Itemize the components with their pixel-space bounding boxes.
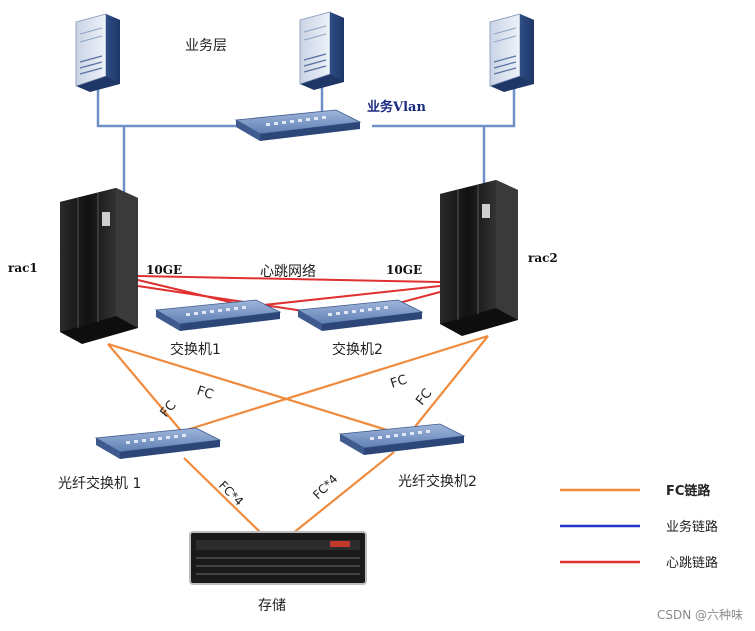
storage-label: 存储 <box>258 598 286 614</box>
heartbeat-switch-1 <box>155 299 281 332</box>
fiber-switch-2 <box>339 423 465 456</box>
fiber-switch-1 <box>95 427 221 460</box>
ge-right-label: 10GE <box>386 263 422 277</box>
business-link-left-server <box>96 86 240 128</box>
business-server-center <box>299 11 345 91</box>
business-vlan-label: 业务Vlan <box>367 99 426 115</box>
switch1-label: 交换机1 <box>170 341 221 358</box>
heartbeat-switch-2 <box>297 299 423 332</box>
business-links <box>96 84 516 196</box>
heartbeat-links <box>137 275 441 313</box>
rac2-server-rack <box>439 179 519 337</box>
storage-array <box>189 531 367 585</box>
watermark: CSDN @六种味 <box>656 608 743 622</box>
ge-left-label: 10GE <box>146 263 182 277</box>
business-layer-label: 业务层 <box>185 38 227 54</box>
legend-business-label: 业务链路 <box>666 519 718 535</box>
business-vlan-switch <box>235 109 361 142</box>
heartbeat-network-label: 心跳网络 <box>260 264 316 280</box>
fc-label-b: FC <box>158 398 180 420</box>
fiber-switch1-label: 光纤交换机 1 <box>58 475 141 492</box>
rac1-label: rac1 <box>8 261 38 275</box>
business-server-right <box>489 13 535 93</box>
rac2-label: rac2 <box>528 251 558 265</box>
rac1-server-rack <box>59 187 139 345</box>
legend-heartbeat-label: 心跳链路 <box>666 555 718 571</box>
fc-label-a: FC <box>195 384 215 403</box>
fiber-switch2-label: 光纤交换机2 <box>398 473 477 490</box>
legend: FC链路 业务链路 心跳链路 <box>560 483 718 571</box>
fc-label-c: FC <box>389 372 409 391</box>
fc-links <box>107 334 489 535</box>
legend-fc-label: FC链路 <box>666 483 711 499</box>
switch2-label: 交换机2 <box>332 341 383 358</box>
business-server-left <box>75 13 121 93</box>
business-link-right-server <box>372 86 516 128</box>
